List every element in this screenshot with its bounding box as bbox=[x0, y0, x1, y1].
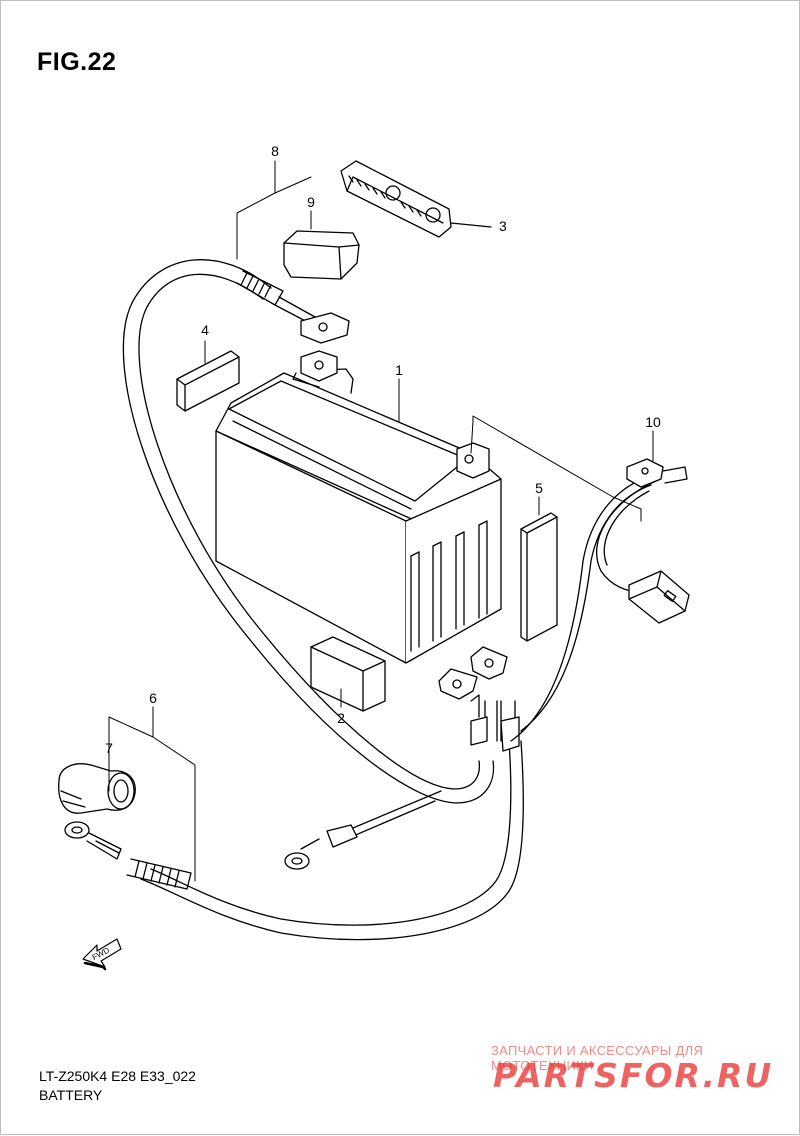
callout-8: 8 bbox=[271, 143, 279, 159]
callout-5: 5 bbox=[535, 480, 543, 496]
callout-3: 3 bbox=[499, 218, 507, 234]
section-name: BATTERY bbox=[39, 1087, 103, 1103]
watermark-logo: PARTSFOR.RU bbox=[493, 1056, 774, 1095]
callout-leader-lines bbox=[108, 160, 654, 882]
terminal-cap bbox=[58, 763, 136, 814]
figure-title: FIG.22 bbox=[37, 48, 117, 76]
callout-7: 7 bbox=[105, 740, 113, 756]
battery-cushion bbox=[176, 350, 240, 412]
battery-spacer bbox=[520, 512, 558, 642]
battery bbox=[215, 350, 502, 664]
negative-lead-cable bbox=[64, 646, 524, 941]
callout-labels: 1 2 3 4 5 6 7 8 9 10 bbox=[105, 143, 661, 756]
callout-2: 2 bbox=[337, 710, 345, 726]
callout-6: 6 bbox=[149, 690, 157, 706]
wiring-harness bbox=[510, 458, 690, 742]
model-code: LT-Z250K4 E28 E33_022 bbox=[39, 1068, 196, 1084]
forward-direction-arrow: FWD bbox=[82, 938, 122, 971]
terminal-cover bbox=[283, 230, 360, 280]
callout-9: 9 bbox=[307, 194, 315, 210]
battery-band bbox=[340, 160, 492, 238]
watermark-tagline: ЗАПЧАСТИ И АКСЕССУАРЫ ДЛЯ МОТОТЕХНИКИ bbox=[491, 1043, 704, 1073]
callout-1: 1 bbox=[395, 362, 403, 378]
battery-pad bbox=[310, 636, 386, 712]
callout-10: 10 bbox=[645, 414, 661, 430]
positive-lead-cable bbox=[122, 259, 495, 804]
callout-4: 4 bbox=[201, 322, 209, 338]
